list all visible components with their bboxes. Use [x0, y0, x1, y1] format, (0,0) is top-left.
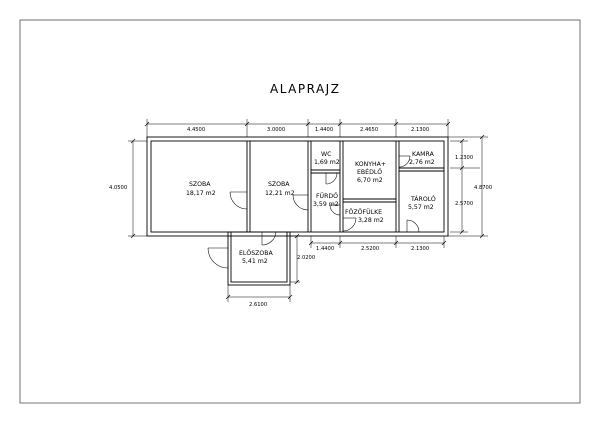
- room-tarolo: TÁROLÓ 5,57 m2: [408, 194, 436, 211]
- dimension-eloszoba-width: 2.6100: [225, 285, 293, 308]
- room-szoba-1: SZOBA 18,17 m2: [186, 181, 216, 197]
- room-area: 5,57 m2: [408, 204, 434, 211]
- room-label: WC: [321, 151, 331, 158]
- dim-label: 2.0200: [297, 255, 315, 261]
- room-area: 2,76 m2: [409, 159, 435, 166]
- room-area: 18,17 m2: [186, 190, 216, 197]
- room-area: 3,28 m2: [358, 217, 384, 224]
- dimension-left: 4.0500: [109, 138, 147, 239]
- interior-doors: [229, 155, 420, 246]
- plan-title: ALAPRAJZ: [270, 82, 340, 96]
- dimension-bottom-right: 1.4400 2.5200 2.1300: [308, 236, 447, 252]
- eloszoba-walls: [227, 231, 291, 286]
- dim-label: 1.4400: [315, 127, 333, 133]
- dim-label: 1.2300: [455, 155, 473, 161]
- room-label: TÁROLÓ: [410, 194, 436, 203]
- room-fozofulke: FŐZŐFÜLKE 3,28 m2: [345, 207, 384, 224]
- room-label: KAMRA: [412, 151, 435, 158]
- dim-label: 2.6100: [249, 302, 267, 308]
- entrance-door: [207, 247, 229, 269]
- room-label: ELŐSZOBA: [239, 248, 274, 257]
- dim-label: 1.4400: [316, 246, 334, 252]
- room-kamra: KAMRA 2,76 m2: [409, 151, 435, 166]
- room-label: FŐZŐFÜLKE: [345, 207, 382, 216]
- dimension-eloszoba-height: 2.0200: [290, 233, 315, 285]
- room-wc: WC 1,69 m2: [314, 151, 340, 166]
- room-label: SZOBA: [268, 181, 290, 188]
- room-area: 12,21 m2: [265, 190, 295, 197]
- dim-label: 2.5700: [455, 201, 473, 207]
- dim-label: 2.5200: [361, 246, 379, 252]
- sheet-border: [19, 19, 581, 404]
- room-label-2: EBÉDLŐ: [357, 167, 382, 176]
- room-label: KONYHA+: [355, 161, 386, 168]
- room-furdo: FÜRDŐ 3,59 m2: [313, 191, 339, 208]
- dim-label: 2.4650: [360, 127, 378, 133]
- room-area: 1,69 m2: [314, 159, 340, 166]
- dim-label: 4.4500: [187, 127, 205, 133]
- dimension-top: 4.4500 3.0000 1.4400 2.4650 2.1300: [144, 119, 451, 137]
- dim-label: 4.0500: [109, 185, 127, 191]
- room-szoba-2: SZOBA 12,21 m2: [265, 181, 295, 197]
- room-area: 3,59 m2: [313, 201, 339, 208]
- room-label: SZOBA: [189, 181, 211, 188]
- room-area: 5,41 m2: [242, 258, 268, 265]
- dim-label: 2.1300: [411, 127, 429, 133]
- dimension-right: 1.2300 2.5700 4.8700: [448, 134, 492, 239]
- dim-label: 4.8700: [474, 185, 492, 191]
- room-label: FÜRDŐ: [316, 191, 338, 200]
- dim-label: 2.1300: [411, 246, 429, 252]
- interior-walls: [246, 141, 444, 232]
- room-konyha: KONYHA+ EBÉDLŐ 6,70 m2: [355, 161, 386, 184]
- dim-label: 3.0000: [267, 127, 285, 133]
- outer-wall-inner: [150, 140, 445, 233]
- room-area: 6,70 m2: [357, 177, 383, 184]
- room-eloszoba: ELŐSZOBA 5,41 m2: [239, 248, 274, 265]
